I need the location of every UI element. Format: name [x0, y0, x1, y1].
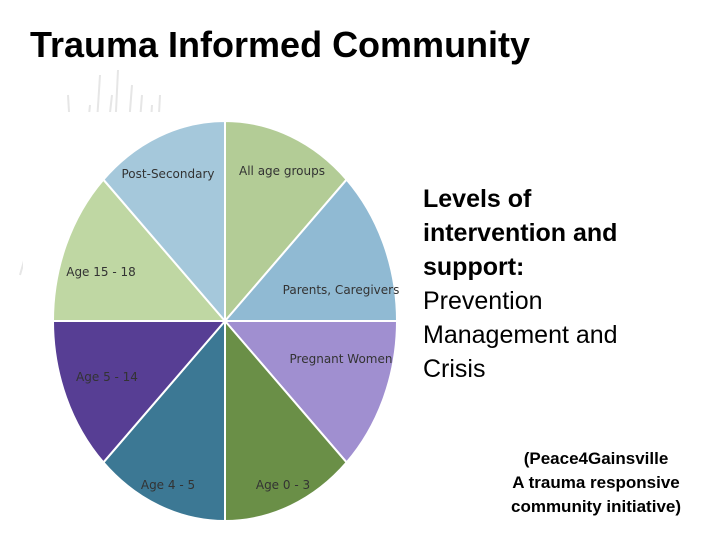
- wheel-segment-label: All age groups: [239, 164, 325, 178]
- wheel-segment: [224, 318, 348, 523]
- wheel-segment: [102, 119, 226, 324]
- wheel-segment-label: Pregnant Women: [290, 352, 393, 366]
- wheel-segment: [51, 178, 228, 322]
- wheel-segment-label: Post-Secondary: [122, 167, 215, 181]
- citation-block: (Peace4Gainsville A trauma responsive co…: [486, 447, 706, 519]
- wheel-segment: [224, 119, 348, 324]
- citation-line-2: A trauma responsive: [512, 473, 680, 492]
- level-management: Management and: [423, 321, 618, 349]
- citation-line-3: community initiative): [510, 497, 682, 516]
- levels-heading-line-1: Levels of: [423, 185, 532, 213]
- levels-heading-line-2: intervention and: [423, 219, 618, 247]
- wheel-segment-label: Parents, Caregivers: [283, 283, 400, 297]
- citation-line-1: (Peace4Gainsville: [523, 449, 669, 468]
- level-prevention: Prevention: [423, 287, 543, 315]
- slide-title: Trauma Informed Community: [30, 24, 531, 65]
- wheel-segment: [222, 320, 399, 464]
- wheel-segment-label: Age 5 - 14: [76, 370, 138, 384]
- wheel-segment-label: Age 0 - 3: [256, 478, 310, 492]
- wheel-segment: [222, 178, 399, 322]
- wheel-segment-label: Age 15 - 18: [66, 265, 136, 279]
- wheel-segment: [102, 318, 226, 523]
- wheel-segment: [51, 320, 228, 464]
- levels-text-block: Levels of intervention and support: Prev…: [423, 182, 713, 386]
- level-crisis: Crisis: [423, 355, 486, 383]
- levels-heading-line-3: support:: [423, 253, 525, 281]
- wheel-segment-label: Age 4 - 5: [141, 478, 195, 492]
